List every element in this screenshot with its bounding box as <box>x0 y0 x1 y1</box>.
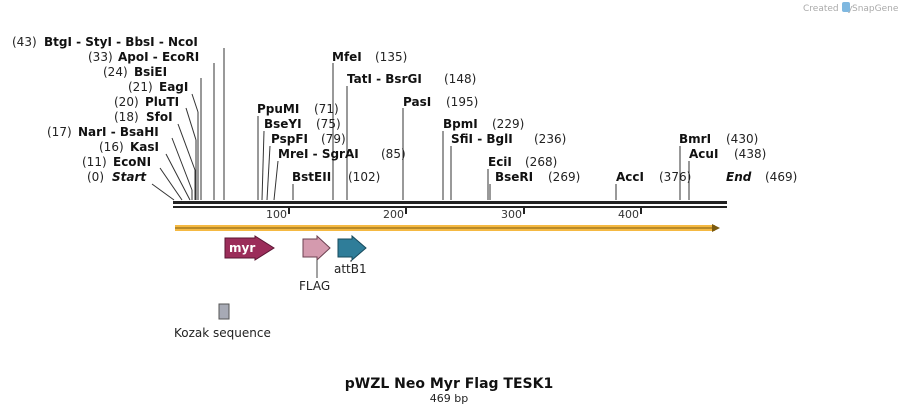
map-title: pWZL Neo Myr Flag TESK1 <box>345 376 553 392</box>
site-bsteii[interactable]: BstEII(102) <box>292 170 380 184</box>
ruler-tick-label: 200 <box>383 208 404 221</box>
site-nari[interactable]: (17) NarI - BsaHI <box>47 125 159 139</box>
feature-myr[interactable]: myr <box>224 235 275 261</box>
site-ecii[interactable]: EciI(268) <box>488 155 557 169</box>
site-tati[interactable]: TatI - BsrGI(148) <box>347 72 476 86</box>
snapgene-logo-icon <box>842 2 850 12</box>
ruler: 100 200 300 400 <box>266 208 642 221</box>
site-bseyi[interactable]: BseYI(75) <box>264 117 341 131</box>
site-ppumi[interactable]: PpuMI(71) <box>257 102 339 116</box>
sequence-backbone <box>173 201 727 208</box>
site-pluti[interactable]: (20)PluTI <box>114 95 179 109</box>
site-bmri[interactable]: BmrI(430) <box>679 132 758 146</box>
site-bsiei[interactable]: (24)BsiEI <box>103 65 167 79</box>
site-pspfi[interactable]: PspFI(79) <box>271 132 346 146</box>
site-eagi[interactable]: (21)EagI <box>128 80 188 94</box>
site-kasi[interactable]: (16)KasI <box>99 140 159 154</box>
feature-myr-label: myr <box>229 241 255 255</box>
site-end[interactable]: End(469) <box>726 170 797 184</box>
site-mfei[interactable]: MfeI(135) <box>332 50 407 64</box>
ruler-tick-label: 300 <box>501 208 522 221</box>
site-pasi[interactable]: PasI(195) <box>403 95 478 109</box>
feature-kozak[interactable]: Kozak sequence <box>174 303 271 340</box>
site-sfoi[interactable]: (18)SfoI <box>114 110 173 124</box>
site-btgi[interactable]: (43) BtgI - StyI - BbsI - NcoI <box>12 35 198 49</box>
site-bpmi[interactable]: BpmI(229) <box>443 117 524 131</box>
site-acci[interactable]: AccI(376) <box>616 170 691 184</box>
credit-text: Created by <box>803 4 853 14</box>
ruler-tick-label: 100 <box>266 208 287 221</box>
site-bseri[interactable]: BseRI(269) <box>495 170 580 184</box>
site-mrei[interactable]: MreI - SgrAI(85) <box>278 147 406 161</box>
feature-flag-label: FLAG <box>299 279 330 293</box>
feature-flag[interactable]: FLAG <box>299 234 331 293</box>
orf-arrow[interactable] <box>175 224 720 232</box>
credit-brand: SnapGene <box>852 4 899 14</box>
site-econi[interactable]: (11)EcoNI <box>82 155 151 169</box>
site-sfii[interactable]: SfiI - BglI(236) <box>451 132 566 146</box>
feature-attb1-label: attB1 <box>334 262 367 276</box>
site-apoi[interactable]: (33) ApoI - EcoRI <box>88 50 199 64</box>
restriction-sites: (43) BtgI - StyI - BbsI - NcoI (33) ApoI… <box>12 35 797 184</box>
site-acui[interactable]: AcuI(438) <box>689 147 766 161</box>
ruler-tick-label: 400 <box>618 208 639 221</box>
map-length: 469 bp <box>430 392 468 405</box>
feature-kozak-label: Kozak sequence <box>174 326 271 340</box>
site-start[interactable]: (0)Start <box>87 170 147 184</box>
site-lines <box>151 48 690 201</box>
feature-attb1[interactable]: attB1 <box>334 234 367 276</box>
